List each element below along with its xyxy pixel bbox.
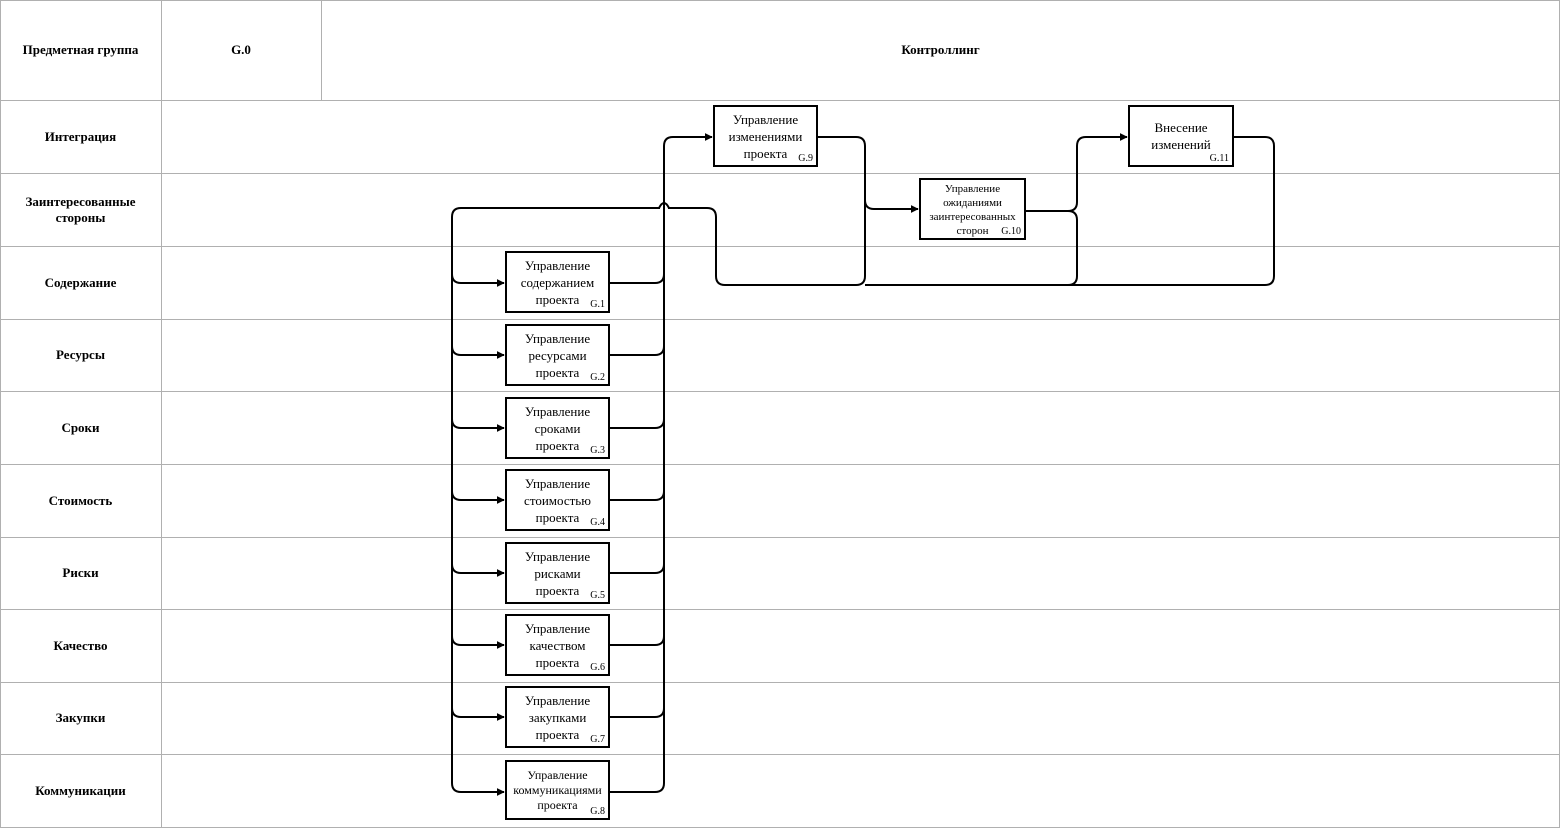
process-g4[interactable]: Управление стоимостью проекта G.4 [505, 469, 610, 531]
process-g8[interactable]: Управление коммуникациями проекта G.8 [505, 760, 610, 820]
process-g7-code: G.7 [590, 734, 605, 745]
lane-label-cost: Стоимость [48, 492, 113, 508]
process-g9-text: Управление изменениями проекта [728, 112, 803, 161]
lane-label-procurement: Закупки [55, 710, 106, 725]
lane-label-integration: Интеграция [44, 128, 117, 144]
process-g7[interactable]: Управление закупками проекта G.7 [505, 686, 610, 748]
process-g1-text: Управление содержанием проекта [520, 258, 595, 307]
process-g2-text: Управление ресурсами проекта [524, 331, 591, 380]
process-g10-text: Управление ожиданиями заинтересованных с… [929, 183, 1016, 237]
process-g3-text: Управление сроками проекта [524, 404, 591, 453]
process-g8-code: G.8 [590, 806, 605, 817]
lane-label-risks: Риски [62, 565, 99, 580]
process-g7-text: Управление закупками проекта [524, 693, 591, 742]
process-g2[interactable]: Управление ресурсами проекта G.2 [505, 324, 610, 386]
process-g5-code: G.5 [590, 590, 605, 601]
process-g5-text: Управление рисками проекта [524, 549, 591, 598]
process-g10-code: G.10 [1001, 226, 1021, 237]
process-g3[interactable]: Управление сроками проекта G.3 [505, 397, 610, 459]
process-g11-text: Внесение изменений [1151, 120, 1211, 152]
process-g9-code: G.9 [798, 153, 813, 164]
lane-label-time: Сроки [61, 419, 100, 435]
process-g1-code: G.1 [590, 299, 605, 310]
lane-label-scope: Содержание [44, 274, 117, 290]
group-code: G.0 [231, 42, 251, 57]
process-g8-text: Управление коммуникациями проекта [513, 768, 602, 812]
group-title: Контроллинг [901, 42, 980, 57]
process-g4-text: Управление стоимостью проекта [524, 476, 591, 525]
process-g11-code: G.11 [1209, 153, 1229, 164]
lane-label-resources: Ресурсы [56, 347, 105, 362]
process-g3-code: G.3 [590, 445, 605, 456]
lane-label-stakeholders: Заинтересованные стороны [25, 193, 136, 225]
process-g1[interactable]: Управление содержанием проекта G.1 [505, 251, 610, 313]
process-g10[interactable]: Управление ожиданиями заинтересованных с… [919, 178, 1026, 240]
group-label: Предметная группа [22, 42, 139, 57]
process-g6-text: Управление качеством проекта [524, 621, 591, 670]
process-g6[interactable]: Управление качеством проекта G.6 [505, 614, 610, 676]
lane-label-communications: Коммуникации [35, 783, 126, 798]
process-g4-code: G.4 [590, 517, 605, 528]
process-g5[interactable]: Управление рисками проекта G.5 [505, 542, 610, 604]
process-g11[interactable]: Внесение изменений G.11 [1128, 105, 1234, 167]
process-g6-code: G.6 [590, 662, 605, 673]
process-g2-code: G.2 [590, 372, 605, 383]
process-g9[interactable]: Управление изменениями проекта G.9 [713, 105, 818, 167]
lane-label-quality: Качество [53, 637, 108, 653]
